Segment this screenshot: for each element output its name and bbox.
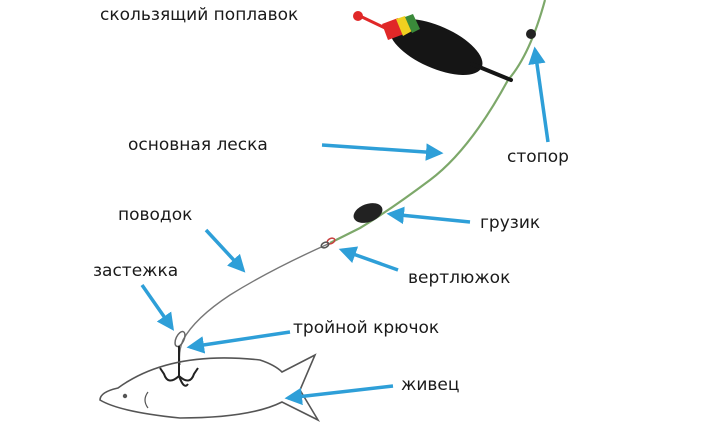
swivel bbox=[320, 237, 336, 249]
arrow-treble-hook bbox=[186, 330, 291, 354]
label-stopper: стопор bbox=[507, 147, 569, 167]
stopper-bead bbox=[526, 29, 536, 39]
live-bait-fish bbox=[99, 353, 321, 422]
label-clasp: застежка bbox=[93, 261, 179, 281]
arrow-live-bait bbox=[284, 384, 394, 406]
label-sinker: грузик bbox=[480, 213, 541, 233]
arrow-swivel bbox=[338, 246, 399, 272]
label-main-line: основная леска bbox=[128, 135, 268, 155]
arrow-clasp bbox=[140, 283, 175, 331]
label-float: скользящий поплавок bbox=[100, 5, 299, 25]
arrow-leader bbox=[204, 228, 246, 273]
label-leader: поводок bbox=[118, 205, 193, 225]
label-live-bait: живец bbox=[401, 375, 460, 395]
arrow-sinker bbox=[386, 206, 471, 225]
sliding-float bbox=[353, 11, 513, 82]
arrow-main-line bbox=[321, 143, 444, 161]
leader-line bbox=[178, 243, 329, 366]
arrow-float bbox=[528, 46, 550, 143]
clasp bbox=[174, 330, 186, 348]
treble-hook bbox=[159, 346, 199, 387]
sinker-weight bbox=[353, 203, 383, 223]
label-swivel: вертлюжок bbox=[408, 268, 511, 288]
label-treble-hook: тройной крючок bbox=[293, 318, 440, 338]
